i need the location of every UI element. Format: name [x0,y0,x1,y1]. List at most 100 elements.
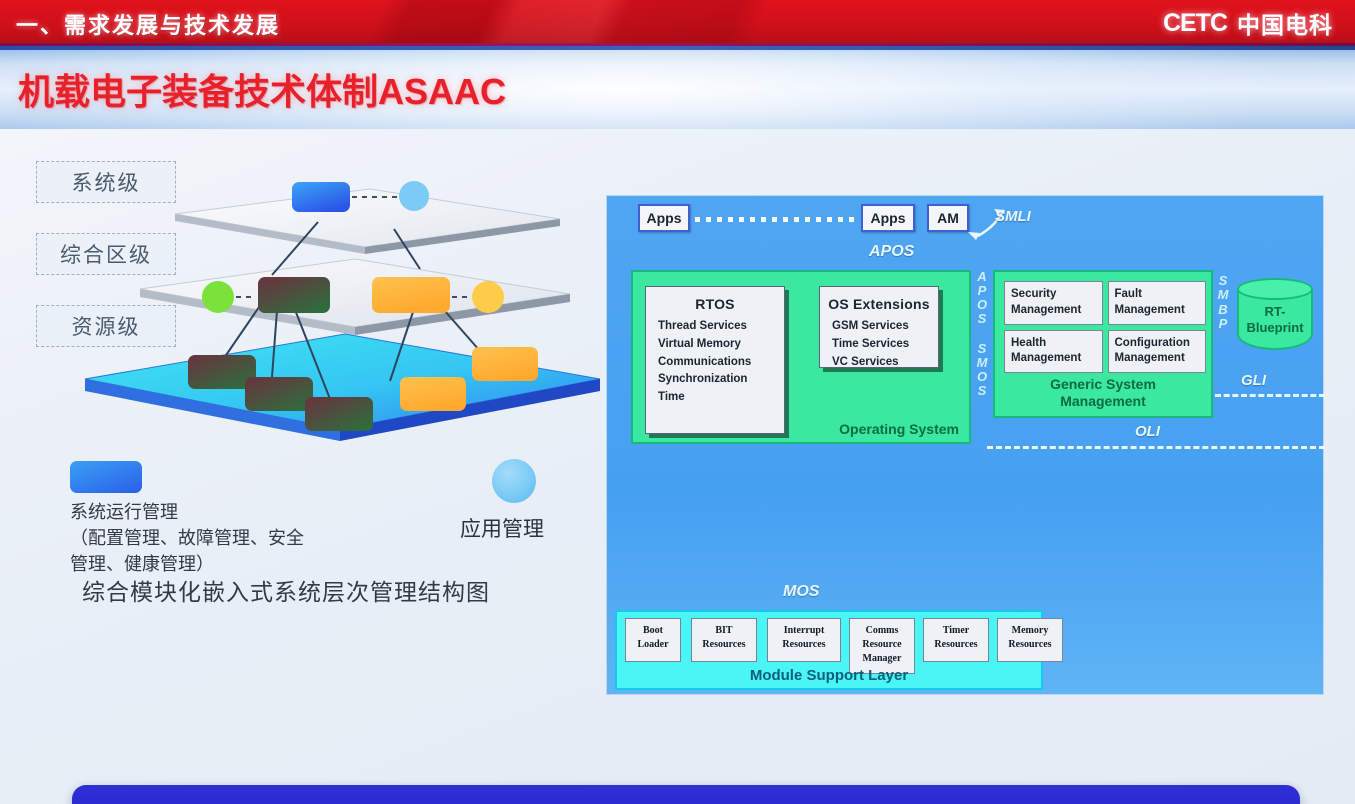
layered-architecture-figure: 系统级 综合区级 资源级 [0,129,600,605]
apps-box-right: Apps [861,204,915,232]
gsm-caption-line1: Generic System [1050,376,1156,393]
legend-app-management-text: 应用管理 [460,518,544,541]
node-resource-orange-1 [400,377,466,411]
node-system-blue [292,182,350,212]
msl-cell-boot-loader: Boot Loader [625,618,681,662]
vertical-apos-char: A [977,269,987,284]
oli-dashed-line [987,446,1325,449]
legend-run-management-text: 系统运行管理 （配置管理、故障管理、安全 管理、健康管理） [70,499,400,577]
level-tag-integrated-zone: 综合区级 [36,233,176,275]
header-bar: 一、需求发展与技术发展 CETC 中国电科 [0,0,1355,46]
level-tag-label: 综合区级 [60,244,152,267]
msl-line2: Resource [862,639,902,650]
cell-line1: Fault [1114,288,1142,300]
msl-line1: Timer [942,625,970,636]
vertical-apos-char: P [977,283,987,299]
msl-line2: Resources [702,639,746,650]
rtos-item: Communications [658,355,752,368]
level-tag-system: 系统级 [36,161,176,203]
vertical-smbp-char: B [1218,301,1228,317]
level-tag-label: 系统级 [71,172,141,195]
configuration-management-cell: Configuration Management [1107,329,1206,373]
page-title: 机载电子装备技术体制ASAAC [18,71,507,112]
vertical-smos-char: O [976,369,988,385]
gsm-caption-line2: Management [1060,393,1146,410]
rt-blueprint-line1: RT- [1264,304,1286,319]
node-system-app-dot [399,181,429,211]
generic-system-management-block: Security Management Fault Management Hea… [993,270,1213,418]
legend-run-line1: 系统运行管理 [70,502,178,522]
msl-cell-memory-resources: Memory Resources [997,618,1063,662]
msl-line1: Boot [643,625,663,636]
vertical-smos-char: M [976,355,988,371]
rtos-item: Synchronization [658,373,748,386]
operating-system-caption: Operating System [839,421,959,437]
am-box: AM [927,204,969,232]
node-resource-dark-2 [245,377,313,411]
apos-label: APOS [869,243,915,260]
vertical-apos-char: O [976,297,988,313]
msl-line2: Resources [782,639,826,650]
node-zone-yellow-dot [472,281,504,313]
cell-line1: Health [1011,336,1047,349]
figure-legend: 系统运行管理 （配置管理、故障管理、安全 管理、健康管理） 应用管理 综合模块化… [0,451,600,605]
node-resource-dark-1 [188,355,256,389]
mos-label: MOS [783,583,820,600]
smbp-vertical-label: S M B P [1215,273,1231,331]
cell-line2: Management [1114,303,1185,316]
vertical-smbp-char: M [1217,287,1229,303]
oli-label: OLI [1135,423,1160,440]
node-zone-dark [258,277,330,313]
rtos-item: Time [658,391,685,404]
cell-line2: Management [1011,352,1082,365]
rt-blueprint-label: RT- Blueprint [1237,304,1313,337]
level-tag-label: 资源级 [71,316,141,339]
os-extensions-service-list: GSM Services Time Services VC Services [820,312,938,371]
asaac-architecture-diagram: Apps Apps AM SMLI APOS MOS RTOS Thread S… [606,195,1325,695]
msl-line1: Comms [865,625,899,636]
health-management-cell: Health Management [1004,329,1103,373]
rtos-item: Virtual Memory [658,337,741,350]
management-grid: Security Management Fault Management Hea… [1004,281,1206,373]
node-zone-orange [372,277,450,313]
security-management-cell: Security Management [1004,281,1103,325]
summary-banner: “综合化IMA” 体系结构，定义了软件结构、实时通信、资源配置、故障恢复和信息安… [72,785,1300,804]
msl-line2: Resources [1008,639,1052,650]
msl-line1: Interrupt [783,625,825,636]
os-extensions-item: GSM Services [832,320,909,332]
vertical-smbp-char: S [1218,273,1228,288]
brand-latin-text: CETC [1162,8,1228,37]
isometric-planes-svg [84,181,600,441]
legend-swatch-app-management [492,459,536,503]
msl-line1: BIT [715,625,733,636]
fault-management-cell: Fault Management [1107,281,1206,325]
node-zone-green-dot [202,281,234,313]
msl-cell-bit-resources: BIT Resources [691,618,757,662]
module-support-layer-caption: Module Support Layer [749,667,909,684]
connector-wires [221,221,481,400]
cell-line2: Management [1011,303,1082,316]
cylinder-body [1237,288,1313,350]
msl-cell-comms-resource-manager: Comms Resource Manager [849,618,915,674]
node-resource-dark-3 [305,397,373,431]
vertical-smbp-char: P [1218,315,1228,331]
operating-system-block: RTOS Thread Services Virtual Memory Comm… [631,270,971,444]
msl-line1: Memory [1011,625,1049,636]
apos-smos-vertical-label: A P O S S M O S [973,269,991,466]
vertical-smos-char: S [977,341,987,357]
legend-swatch-run-management [70,461,142,493]
smli-label: SMLI [995,208,1031,225]
cetc-logo: CETC 中国电科 [1163,6,1333,40]
title-band: 机载电子装备技术体制ASAAC [0,46,1355,129]
os-extensions-card: OS Extensions GSM Services Time Services… [819,286,939,368]
brand-chinese-text: 中国电科 [1237,12,1333,38]
rtos-card: RTOS Thread Services Virtual Memory Comm… [645,286,785,434]
gli-dashed-line [1215,394,1325,397]
gli-label: GLI [1241,372,1266,389]
generic-system-management-caption: Generic System Management [995,376,1211,410]
os-extensions-item: Time Services [832,337,910,350]
msl-line2: Resources [934,639,978,650]
msl-line3: Manager [862,653,902,664]
level-tag-resource: 资源级 [36,305,176,347]
figure-caption: 综合模块化嵌入式系统层次管理结构图 [82,579,490,605]
